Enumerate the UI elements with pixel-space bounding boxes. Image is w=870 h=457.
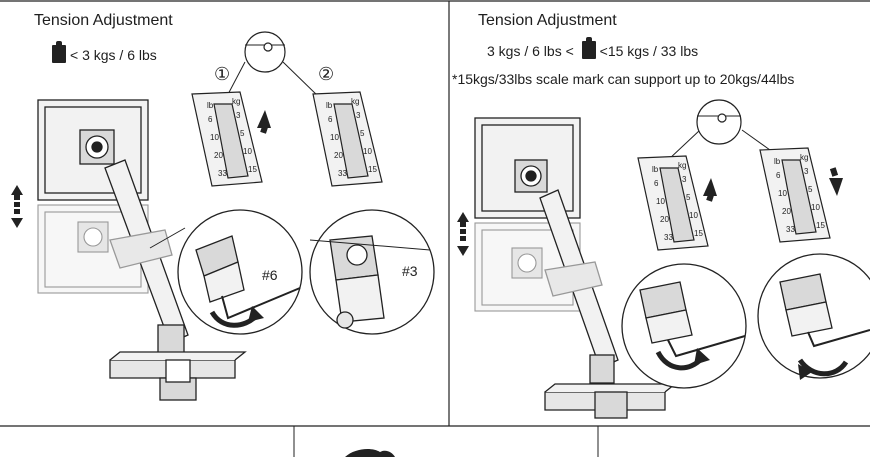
right-scale-marks-1: lb kg 6 3 10 5 20 10 33 15 bbox=[652, 161, 703, 242]
right-title: Tension Adjustment bbox=[478, 12, 617, 29]
svg-text:10: 10 bbox=[363, 147, 372, 156]
right-scale-plate-2 bbox=[759, 147, 831, 243]
svg-text:6: 6 bbox=[328, 115, 333, 124]
svg-text:33: 33 bbox=[664, 233, 673, 242]
svg-text:lb: lb bbox=[652, 165, 659, 174]
svg-text:5: 5 bbox=[240, 129, 245, 138]
right-scale-plate-1 bbox=[637, 155, 709, 251]
svg-text:kg: kg bbox=[232, 97, 240, 106]
up-arrow-icon bbox=[706, 194, 714, 202]
svg-text:kg: kg bbox=[351, 97, 359, 106]
svg-text:33: 33 bbox=[338, 169, 347, 178]
left-title: Tension Adjustment bbox=[34, 12, 173, 29]
svg-text:5: 5 bbox=[686, 193, 691, 202]
svg-text:33: 33 bbox=[786, 225, 795, 234]
svg-text:lb: lb bbox=[774, 157, 781, 166]
right-zoom-lines bbox=[667, 129, 771, 161]
svg-text:10: 10 bbox=[811, 203, 820, 212]
left-scale-marks-2: lb kg 6 3 10 5 20 10 33 15 bbox=[326, 97, 377, 178]
svg-text:15: 15 bbox=[694, 229, 703, 238]
svg-text:kg: kg bbox=[678, 161, 686, 170]
up-arrow-icon bbox=[257, 110, 271, 128]
up-down-arrow-icon bbox=[11, 185, 23, 228]
right-zoom-circle-top bbox=[696, 99, 742, 145]
svg-text:33: 33 bbox=[218, 169, 227, 178]
rotate-arrow-icon bbox=[694, 348, 710, 365]
svg-text:lb: lb bbox=[207, 101, 214, 110]
left-scale-plate-1 bbox=[191, 91, 263, 187]
svg-text:3: 3 bbox=[682, 175, 687, 184]
right-wrench-circle-b bbox=[757, 253, 870, 379]
left-weight-label: < 3 kgs / 6 lbs bbox=[52, 41, 157, 63]
svg-text:kg: kg bbox=[800, 153, 808, 162]
svg-text:20: 20 bbox=[334, 151, 343, 160]
left-zoom-circle-top bbox=[244, 31, 286, 73]
right-note: *15kgs/33lbs scale mark can support up t… bbox=[452, 71, 795, 87]
wrench-size-b: #3 bbox=[402, 263, 418, 279]
svg-text:5: 5 bbox=[360, 129, 365, 138]
svg-text:3: 3 bbox=[236, 111, 241, 120]
left-monitor-arm bbox=[104, 159, 247, 401]
svg-text:10: 10 bbox=[689, 211, 698, 220]
rotate-arrow-icon bbox=[797, 358, 849, 377]
down-arrow-icon bbox=[829, 178, 843, 196]
weight-icon bbox=[581, 37, 596, 59]
left-scale-plate-2 bbox=[312, 91, 383, 187]
step-1-label: ① bbox=[214, 64, 230, 84]
up-down-arrow-icon bbox=[457, 212, 469, 256]
svg-text:15: 15 bbox=[248, 165, 257, 174]
svg-text:10: 10 bbox=[656, 197, 665, 206]
rotate-arrow-icon bbox=[798, 364, 812, 380]
svg-text:10: 10 bbox=[330, 133, 339, 142]
right-monitor-arm bbox=[539, 189, 677, 419]
rotate-arrow-icon bbox=[248, 306, 264, 322]
left-wrench-circle-a bbox=[177, 209, 303, 335]
svg-text:5: 5 bbox=[808, 185, 813, 194]
svg-text:3: 3 bbox=[804, 167, 809, 176]
svg-text:6: 6 bbox=[208, 115, 213, 124]
svg-text:6: 6 bbox=[776, 171, 781, 180]
right-wrench-circle-a bbox=[621, 263, 747, 389]
right-monitor-upper bbox=[474, 117, 581, 219]
svg-text:20: 20 bbox=[660, 215, 669, 224]
svg-text:3: 3 bbox=[356, 111, 361, 120]
down-arrow-icon bbox=[829, 167, 839, 177]
left-scale-marks-1: lb kg 6 3 10 5 20 10 33 15 bbox=[207, 97, 257, 178]
svg-text:6: 6 bbox=[654, 179, 659, 188]
svg-text:20: 20 bbox=[782, 207, 791, 216]
up-arrow-icon bbox=[703, 178, 717, 196]
svg-text:10: 10 bbox=[243, 147, 252, 156]
step-2-label: ② bbox=[318, 64, 334, 84]
up-arrow-icon bbox=[260, 126, 268, 134]
svg-text:20: 20 bbox=[214, 151, 223, 160]
right-scale-marks-2: lb kg 6 3 10 5 20 10 33 15 bbox=[774, 153, 825, 234]
partial-icon bbox=[345, 449, 395, 457]
svg-text:lb: lb bbox=[326, 101, 333, 110]
svg-text:15: 15 bbox=[368, 165, 377, 174]
svg-text:10: 10 bbox=[778, 189, 787, 198]
left-wrench-circle-b bbox=[309, 209, 435, 335]
svg-text:10: 10 bbox=[210, 133, 219, 142]
weight-icon bbox=[52, 41, 66, 63]
svg-text:15: 15 bbox=[816, 221, 825, 230]
wrench-size-a: #6 bbox=[262, 267, 278, 283]
right-weight-label: 3 kgs / 6 lbs < <15 kgs / 33 lbs bbox=[487, 37, 699, 59]
